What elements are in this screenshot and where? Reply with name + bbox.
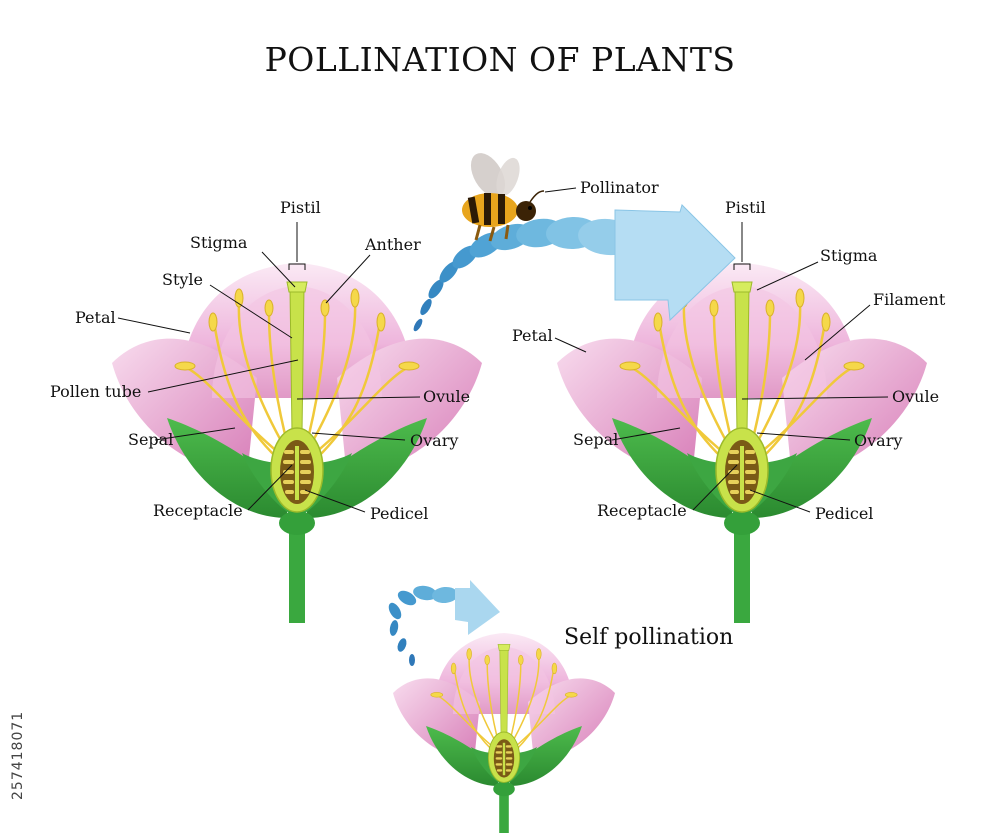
label-stigma-right: Stigma xyxy=(820,246,878,265)
pollinator-leader-line xyxy=(544,187,577,193)
pollination-arrow xyxy=(413,204,736,332)
label-anther-left: Anther xyxy=(365,235,421,254)
label-pollen-tube-left: Pollen tube xyxy=(50,382,142,401)
left-leader-lines xyxy=(117,222,421,513)
label-stigma-left: Stigma xyxy=(190,233,248,252)
label-pedicel-right: Pedicel xyxy=(815,504,874,523)
label-receptacle-left: Receptacle xyxy=(153,501,243,520)
bee-icon xyxy=(462,153,545,242)
label-petal-right: Petal xyxy=(512,326,553,345)
label-style-left: Style xyxy=(162,270,204,289)
page-title: POLLINATION OF PLANTS xyxy=(264,40,736,79)
label-ovule-right: Ovule xyxy=(892,387,940,406)
label-pistil-left: Pistil xyxy=(280,198,321,217)
stock-id-watermark: 257418071 xyxy=(6,600,26,800)
self-pollination-arrow xyxy=(388,580,500,666)
label-pedicel-left: Pedicel xyxy=(370,504,429,523)
stock-id-text: 257418071 xyxy=(10,710,26,800)
label-pistil-right: Pistil xyxy=(725,198,766,217)
label-sepal-left: Sepal xyxy=(128,430,174,449)
label-sepal-right: Sepal xyxy=(573,430,619,449)
label-self-pollination: Self pollination xyxy=(564,625,734,650)
label-ovule-left: Ovule xyxy=(423,387,471,406)
right-leader-lines xyxy=(554,222,889,513)
label-receptacle-right: Receptacle xyxy=(597,501,687,520)
label-pollinator: Pollinator xyxy=(580,178,659,197)
self-pollination-flower xyxy=(392,632,616,837)
label-ovary-left: Ovary xyxy=(410,431,459,450)
label-ovary-right: Ovary xyxy=(854,431,903,450)
label-petal-left: Petal xyxy=(75,308,116,327)
label-filament-right: Filament xyxy=(873,290,946,309)
